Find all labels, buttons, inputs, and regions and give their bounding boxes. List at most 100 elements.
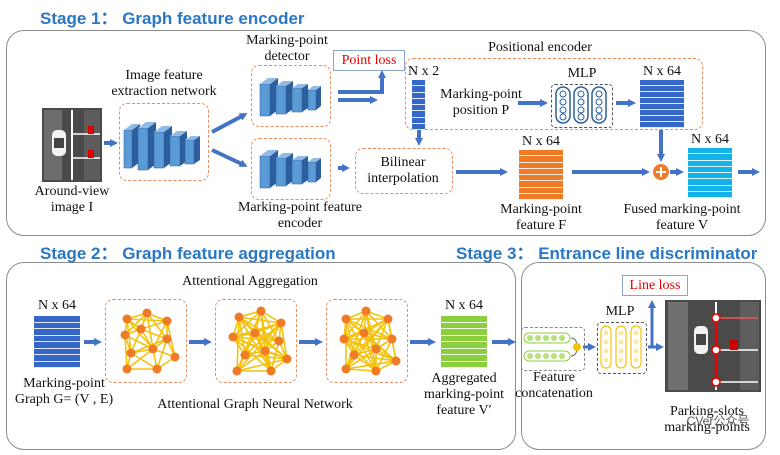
matrix-row	[688, 160, 732, 167]
gnn-label: Attentional Graph Neural Network	[157, 397, 353, 412]
graph-edge	[264, 322, 282, 352]
aggregated-label: Aggregated marking-point feature V′	[423, 371, 505, 418]
matrix-row	[640, 104, 684, 110]
graph-node	[391, 356, 401, 366]
graph-node	[122, 364, 132, 374]
matrix-row	[412, 80, 425, 87]
graph-node	[152, 364, 162, 374]
feature-network-cnn	[123, 122, 200, 171]
matrix-row	[519, 181, 563, 188]
matrix-row	[34, 361, 80, 368]
stage3-title: Stage 3： Entrance line discriminator	[456, 244, 758, 263]
fusion-add-icon	[653, 164, 669, 180]
mlp-stage1-label: MLP	[567, 66, 597, 81]
matrix-row	[34, 355, 80, 362]
gnn-graphs	[120, 306, 401, 376]
graph-3	[339, 306, 401, 376]
positional-encoder-label: Positional encoder	[488, 40, 592, 55]
matrix-row	[519, 150, 563, 157]
graph-edge	[280, 322, 288, 360]
graph-edge	[232, 310, 262, 338]
graph-edge	[345, 338, 393, 370]
graph-edge	[130, 352, 158, 370]
matrix-row	[441, 361, 487, 368]
graph-edge	[236, 358, 288, 372]
output-label: Parking-slots marking-points	[664, 404, 750, 435]
graph-edge	[363, 318, 389, 334]
matrix-row	[519, 156, 563, 163]
graph-node	[234, 312, 244, 322]
nx64-out-label: N x 64	[444, 298, 484, 313]
matrix-row	[441, 322, 487, 329]
matrix-row	[34, 322, 80, 329]
graph-node	[341, 364, 351, 374]
matrix-row	[640, 98, 684, 104]
graph-edge	[146, 312, 154, 350]
nx64-feat-label: N x 64	[521, 134, 561, 149]
bilinear-box	[355, 148, 453, 194]
graph-edge	[363, 332, 393, 340]
attentional-aggregation-label: Attentional Aggregation	[182, 274, 318, 289]
matrix-row	[34, 342, 80, 349]
graph-edge	[375, 338, 393, 372]
position-p-label: Marking-point position P	[440, 87, 522, 118]
matrix-row	[688, 179, 732, 186]
matrix-row	[412, 111, 425, 118]
matrix-row	[688, 173, 732, 180]
graph-2	[228, 306, 292, 376]
matrix-row	[441, 342, 487, 349]
matrix-row	[640, 122, 684, 128]
graph-node	[136, 324, 146, 334]
graph-node	[341, 314, 351, 324]
graph-edge	[140, 328, 168, 340]
matrix-row	[34, 335, 80, 342]
graph-edge	[232, 336, 280, 342]
line-loss-box: Line loss	[622, 275, 688, 296]
matrix-row	[640, 86, 684, 92]
graph-edge	[156, 338, 168, 370]
graph-edge	[126, 318, 154, 350]
mlp-stage3-icon	[600, 325, 642, 369]
concat-box	[521, 327, 585, 371]
graph-edge	[126, 348, 154, 370]
graph-node	[170, 352, 180, 362]
matrix-row	[519, 175, 563, 182]
pos-encoded-matrix	[640, 80, 684, 128]
graph-node	[232, 366, 242, 376]
matrix-row	[688, 148, 732, 155]
around-view-image	[42, 108, 102, 182]
graph-node	[282, 354, 292, 364]
graph-edge	[345, 310, 367, 370]
aggregated-matrix	[441, 316, 487, 368]
matrix-row	[441, 329, 487, 336]
graph-box-3	[326, 299, 408, 383]
detector-label: Marking-point detector	[246, 33, 328, 64]
graph-edge	[124, 334, 128, 370]
around-view-label: Around-view image I	[34, 184, 110, 215]
positional-encoder-box	[405, 58, 703, 130]
concat-label: Feature concatenation	[515, 370, 593, 401]
matrix-row	[441, 355, 487, 362]
matrix-row	[640, 116, 684, 122]
matrix-row	[519, 168, 563, 175]
graph-edge	[353, 354, 377, 372]
mlp-stage1-icon	[555, 86, 607, 124]
concat-icon	[523, 332, 581, 362]
graph-edge	[126, 318, 168, 322]
graph-1	[120, 308, 180, 374]
matrix-row	[519, 187, 563, 194]
matrix-row	[34, 329, 80, 336]
graph-edge	[146, 312, 168, 340]
mlp-stage3-label: MLP	[605, 304, 635, 319]
graph-edge	[353, 354, 397, 362]
matrix-row	[34, 316, 80, 323]
graph-node	[162, 316, 172, 326]
matrix-row	[34, 348, 80, 355]
matrix-row	[688, 185, 732, 192]
graph-node	[349, 350, 359, 360]
encoder-label: Marking-point feature encoder	[237, 200, 362, 231]
graph-edge	[124, 312, 148, 336]
stage2-title: Stage 2： Graph feature aggregation	[40, 244, 336, 263]
